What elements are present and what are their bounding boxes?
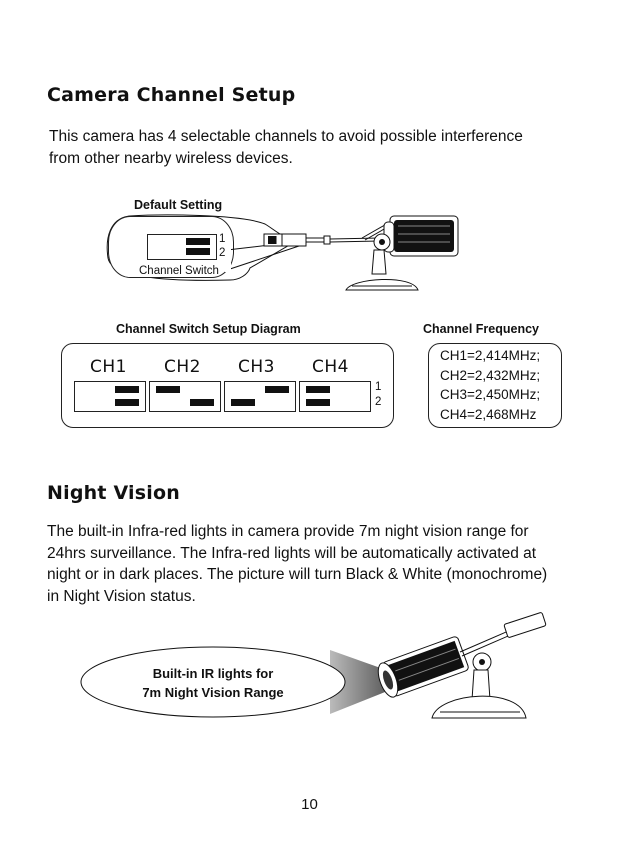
switch-bar-2-on [186, 248, 210, 255]
frequency-title: Channel Frequency [423, 322, 539, 336]
ir-callout-text: Built-in IR lights for 7m Night Vision R… [80, 664, 346, 702]
paragraph-line: The built-in Infra-red lights in camera … [47, 523, 529, 540]
channel-label-ch2: CH2 [164, 357, 201, 377]
diagram-pos-1: 1 [375, 381, 382, 393]
frequency-item: CH1=2,414MHz; [440, 348, 541, 363]
ch2-bar-2-on [190, 399, 214, 406]
paragraph-line: in Night Vision status. [47, 587, 196, 605]
default-setting-label: Default Setting [134, 198, 223, 212]
default-channel-switch [147, 234, 217, 260]
ch1-bar-1-on [115, 386, 139, 393]
diagram-title: Channel Switch Setup Diagram [116, 322, 301, 336]
page-number: 10 [301, 796, 318, 813]
switch-pos-2: 2 [219, 247, 226, 259]
switch-bar-1-on [186, 238, 210, 245]
night-vision-paragraph: The built-in Infra-red lights in camera … [47, 521, 612, 607]
paragraph-line: 24hrs surveillance. The Infra-red lights… [47, 544, 537, 562]
intro-line: from other nearby wireless devices. [49, 149, 293, 167]
intro-paragraph: This camera has 4 selectable channels to… [49, 126, 609, 169]
switch-pos-1: 1 [219, 233, 226, 245]
ch4-bar-1-off [306, 386, 330, 393]
frequency-list: CH1=2,414MHz; CH2=2,432MHz; CH3=2,450MHz… [440, 346, 540, 424]
paragraph-line: night or in dark places. The picture wil… [47, 566, 548, 583]
channel-switch-label: Channel Switch [139, 265, 219, 277]
default-switch-callout [106, 214, 300, 281]
frequency-item: CH3=2,450MHz; [440, 387, 541, 402]
ch3-bar-1-on [265, 386, 289, 393]
intro-line: This camera has 4 selectable channels to… [49, 128, 523, 145]
channel-label-ch3: CH3 [238, 357, 275, 377]
ir-beam-cone [330, 650, 392, 714]
channel-label-ch4: CH4 [312, 357, 349, 377]
ch2-bar-1-off [156, 386, 180, 393]
frequency-item: CH2=2,432MHz; [440, 367, 541, 383]
callout-line: Built-in IR lights for [152, 666, 274, 681]
ch2-switch [149, 381, 221, 412]
ch4-switch [299, 381, 371, 412]
channel-label-ch1: CH1 [90, 357, 127, 377]
section-title-camera-channel-setup: Camera Channel Setup [47, 84, 296, 106]
ch4-bar-2-off [306, 399, 330, 406]
ch3-switch [224, 381, 296, 412]
camera-illustration [263, 215, 459, 291]
frequency-item: CH4=2,468MHz [440, 406, 537, 422]
ch1-bar-2-on [115, 399, 139, 406]
section-title-night-vision: Night Vision [47, 482, 180, 504]
ch3-bar-2-off [231, 399, 255, 406]
callout-line: 7m Night Vision Range [142, 685, 284, 700]
night-vision-illustration [80, 612, 547, 719]
channel-frequency-box [428, 343, 562, 428]
ir-callout-oval [80, 646, 346, 718]
callout-bubble-shape [106, 214, 300, 281]
ch1-switch [74, 381, 146, 412]
diagram-pos-2: 2 [375, 396, 382, 408]
